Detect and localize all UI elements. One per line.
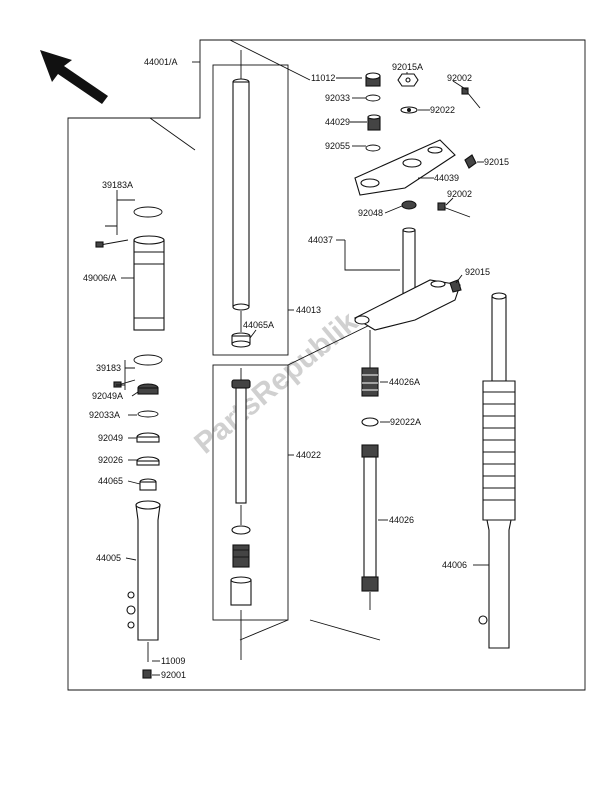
assembled-fork-44006 xyxy=(478,292,516,649)
label-92049A: 92049A xyxy=(92,391,123,401)
cap-11012 xyxy=(365,72,381,87)
dust-boot-49006A xyxy=(133,235,165,331)
outer-tube-44005 xyxy=(126,500,161,679)
label-44039: 44039 xyxy=(434,173,459,183)
nut-92015A xyxy=(397,73,419,87)
label-92026: 92026 xyxy=(98,455,123,465)
label-92001: 92001 xyxy=(161,670,186,680)
washer-92022A xyxy=(361,417,379,427)
ring-92033 xyxy=(365,94,381,102)
frame-link-left xyxy=(149,117,196,151)
label-44013: 44013 xyxy=(296,305,321,315)
label-44026A: 44026A xyxy=(389,377,420,387)
watermark-text: PartsRepublik xyxy=(188,305,364,460)
label-92033A: 92033A xyxy=(89,410,120,420)
box-44013 xyxy=(212,64,289,356)
assembly-frame xyxy=(67,39,586,691)
label-11009: 11009 xyxy=(161,656,185,666)
label-44026: 44026 xyxy=(389,515,414,525)
part-labels: 44001/A 11012 92015A 92002 92033 92022 4… xyxy=(83,57,509,680)
inner-tube-44013 xyxy=(232,50,250,332)
frame-link xyxy=(229,39,311,81)
washer-92022 xyxy=(400,106,418,114)
spring-44026A xyxy=(361,330,379,397)
label-92015-top: 92015 xyxy=(484,157,509,167)
label-44005: 44005 xyxy=(96,553,121,563)
label-92015A: 92015A xyxy=(392,62,423,72)
label-92015-bottom: 92015 xyxy=(465,267,490,277)
stem-44037 xyxy=(353,227,462,331)
label-92048: 92048 xyxy=(358,208,383,218)
spring-44026 xyxy=(361,444,379,610)
label-92049: 92049 xyxy=(98,433,123,443)
label-44065A: 44065A xyxy=(243,320,274,330)
label-11012: 11012 xyxy=(311,73,335,83)
leader-lines xyxy=(105,61,489,676)
bolt-92015-top xyxy=(464,154,477,169)
label-44037: 44037 xyxy=(308,235,333,245)
o-ring-92055 xyxy=(365,144,381,152)
frame-link-right xyxy=(309,619,381,641)
label-44001A: 44001/A xyxy=(144,57,178,67)
label-44065: 44065 xyxy=(98,476,123,486)
label-39183A: 39183A xyxy=(102,180,133,190)
label-92002-top: 92002 xyxy=(447,73,472,83)
label-44022: 44022 xyxy=(296,450,321,460)
front-direction-arrow-icon xyxy=(40,50,108,104)
frame-link-bottom xyxy=(239,619,289,641)
clamp-39183A xyxy=(95,206,163,248)
top-bracket-44039 xyxy=(354,139,456,196)
label-92055: 92055 xyxy=(325,141,350,151)
label-92033: 92033 xyxy=(325,93,350,103)
stem-nut-92048 xyxy=(401,200,417,210)
label-44006: 44006 xyxy=(442,560,467,570)
label-49006A: 49006/A xyxy=(83,273,117,283)
seals-stack xyxy=(136,383,160,491)
label-39183: 39183 xyxy=(96,363,121,373)
label-92022: 92022 xyxy=(430,105,455,115)
box-44022 xyxy=(212,364,289,621)
clamp-39183 xyxy=(113,354,163,388)
label-92002-mid: 92002 xyxy=(447,189,472,199)
damper-rod-44022 xyxy=(230,368,252,660)
bolt-92002-mid xyxy=(437,202,471,218)
adjuster-44029 xyxy=(367,114,381,131)
label-92022A: 92022A xyxy=(390,417,421,427)
frame-link-mid xyxy=(287,319,381,366)
label-44029: 44029 xyxy=(325,117,350,127)
bolt-92002-top xyxy=(461,87,481,109)
bushing-44065A xyxy=(231,332,251,348)
